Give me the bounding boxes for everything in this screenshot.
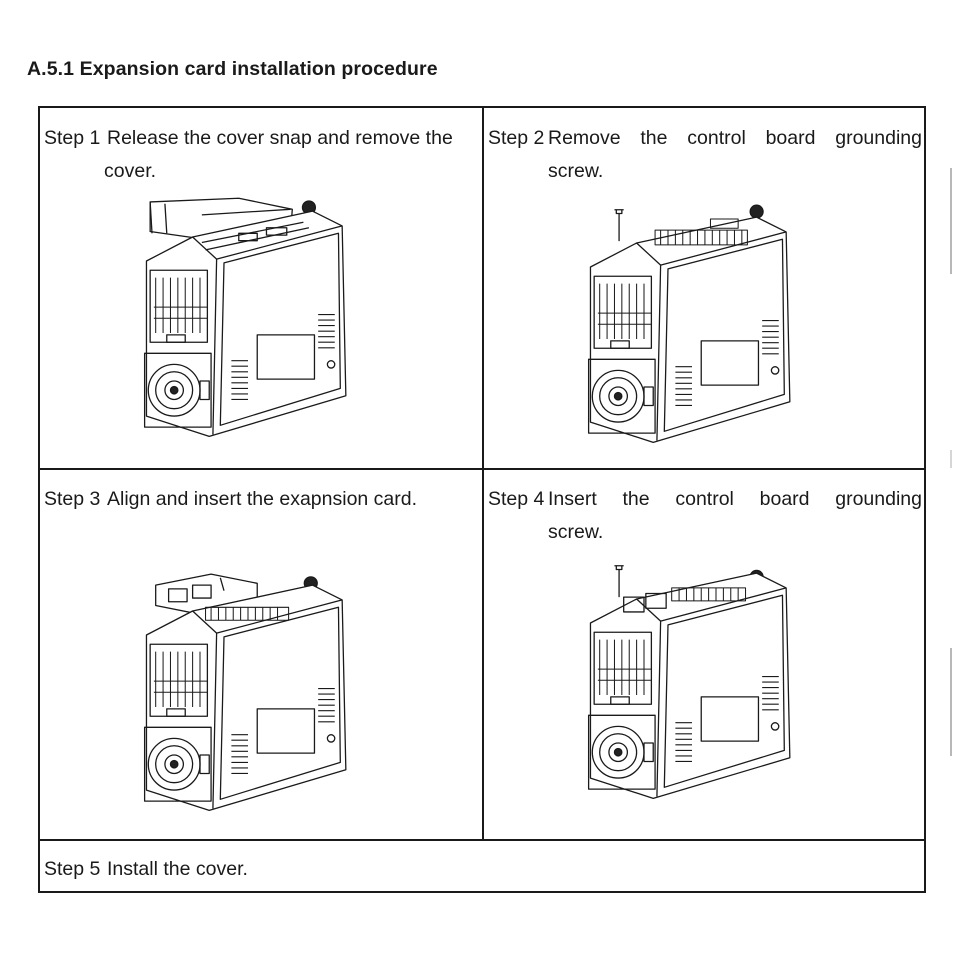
step-5-number: Step 5 <box>44 858 101 880</box>
table-column-divider <box>482 108 484 839</box>
drive-screw-inserted-illustration <box>587 565 791 800</box>
step-3-number: Step 3 <box>44 488 101 510</box>
step-5-text: Install the cover. <box>107 858 248 880</box>
table-row-divider <box>40 839 924 841</box>
step-4-text-cont: screw. <box>548 521 604 543</box>
page-edge-mark <box>950 648 952 756</box>
step-2-number: Step 2 <box>488 127 545 149</box>
step-3-text: Align and insert the exapnsion card. <box>107 488 418 510</box>
step-4-text: Insert the control board grounding <box>548 488 922 510</box>
drive-screw-removed-illustration <box>587 204 791 444</box>
page-edge-mark <box>950 168 952 274</box>
section-heading: A.5.1 Expansion card installation proced… <box>27 58 438 80</box>
step-2-text: Remove the control board grounding <box>548 127 922 149</box>
step-1-text: Release the cover snap and remove the <box>107 127 453 149</box>
step-4-cell: Step 4 Insert the control board groundin… <box>484 470 924 839</box>
step-2-text-cont: screw. <box>548 160 604 182</box>
procedure-table: Step 1 Release the cover snap and remove… <box>38 106 926 893</box>
step-1-number: Step 1 <box>44 127 101 149</box>
step-1-cell: Step 1 Release the cover snap and remove… <box>40 108 482 468</box>
drive-card-inserted-illustration <box>143 573 347 812</box>
table-row-divider <box>40 468 924 470</box>
page-edge-mark <box>950 450 952 468</box>
step-1-text-cont: cover. <box>104 160 157 182</box>
step-5-cell: Step 5 Install the cover. <box>40 841 924 891</box>
step-3-cell: Step 3 Align and insert the exapnsion ca… <box>40 470 482 839</box>
step-2-cell: Step 2 Remove the control board groundin… <box>484 108 924 468</box>
step-4-number: Step 4 <box>488 488 545 510</box>
drive-cover-removed-illustration <box>143 197 347 438</box>
